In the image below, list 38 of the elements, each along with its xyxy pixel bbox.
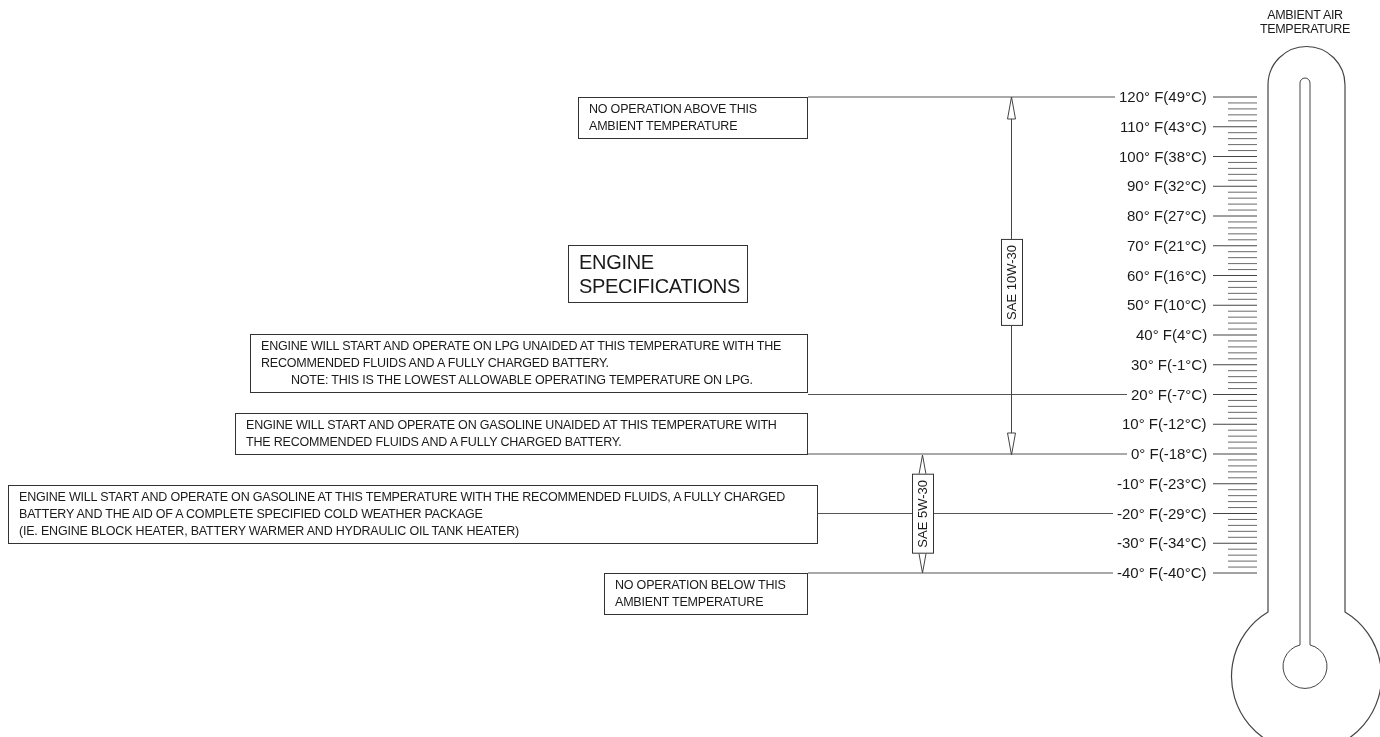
temperature-label: 60° F(16°C) bbox=[1127, 266, 1207, 285]
note-box bbox=[235, 413, 808, 455]
note-box bbox=[8, 484, 818, 544]
temperature-label: 70° F(21°C) bbox=[1127, 236, 1207, 255]
leader-line bbox=[807, 572, 1114, 574]
oil-grade-label: SAE 5W-30 bbox=[911, 474, 934, 554]
note-text: ENGINE WILL START AND OPERATE ON GASOLINE AT THIS TEMPERATURE WITH THE RECOMMENDED FLUIDS, A FULLY CHARGED BATTERY AND THE AID OF A COMPLETE SPECIFIED COLD WEATHER PACKAGE bbox=[19, 488, 786, 523]
leader-line bbox=[807, 453, 1128, 455]
temperature-label: -40° F(-40°C) bbox=[1117, 564, 1207, 582]
note-box bbox=[250, 334, 808, 393]
temperature-label: 20° F(-7°C) bbox=[1131, 385, 1208, 404]
temperature-label: 80° F(27°C) bbox=[1127, 207, 1207, 225]
temperature-label: 0° F(-18°C) bbox=[1131, 445, 1208, 463]
temperature-label: 100° F(38°C) bbox=[1119, 147, 1207, 166]
temperature-label: 90° F(32°C) bbox=[1127, 177, 1207, 196]
temperature-label: -20° F(-29°C) bbox=[1117, 504, 1207, 523]
temperature-label: -10° F(-23°C) bbox=[1117, 474, 1207, 493]
temperature-label: 50° F(10°C) bbox=[1127, 296, 1207, 315]
note-text: (IE. ENGINE BLOCK HEATER, BATTERY WARMER AND HYDRAULIC OIL TANK HEATER) bbox=[19, 522, 520, 540]
temperature-label: 110° F(43°C) bbox=[1120, 117, 1207, 136]
temperature-label: 10° F(-12°C) bbox=[1122, 415, 1207, 434]
note-text: NOTE: THIS IS THE LOWEST ALLOWABLE OPERATING TEMPERATURE ON LPG. bbox=[290, 372, 754, 389]
title-box bbox=[568, 245, 748, 303]
temperature-label: 30° F(-1°C) bbox=[1131, 355, 1208, 374]
note-text: NO OPERATION BELOW THIS AMBIENT TEMPERATURE bbox=[615, 577, 787, 611]
temperature-label: 120° F(49°C) bbox=[1119, 88, 1207, 106]
leader-line bbox=[807, 96, 1116, 98]
note-text: NO OPERATION ABOVE THIS AMBIENT TEMPERATURE bbox=[589, 101, 758, 135]
temperature-label: -30° F(-34°C) bbox=[1117, 534, 1207, 553]
temperature-label: 40° F(4°C) bbox=[1136, 326, 1208, 344]
leader-line bbox=[817, 512, 1114, 515]
thermometer-heading: AMBIENT AIR TEMPERATURE bbox=[1258, 8, 1352, 36]
leader-line bbox=[807, 393, 1128, 396]
note-text: ENGINE WILL START AND OPERATE ON GASOLINE UNAIDED AT THIS TEMPERATURE WITH THE RECOMMENDED FLUIDS AND A FULLY CHARGED BATTERY. bbox=[246, 417, 778, 451]
note-box bbox=[604, 573, 808, 615]
note-box bbox=[578, 97, 808, 139]
oil-grade-label: SAE 10W-30 bbox=[1000, 238, 1023, 326]
note-text: ENGINE WILL START AND OPERATE ON LPG UNAIDED AT THIS TEMPERATURE WITH THE RECOMMENDED FLUIDS AND A FULLY CHARGED BATTERY. bbox=[261, 338, 783, 372]
